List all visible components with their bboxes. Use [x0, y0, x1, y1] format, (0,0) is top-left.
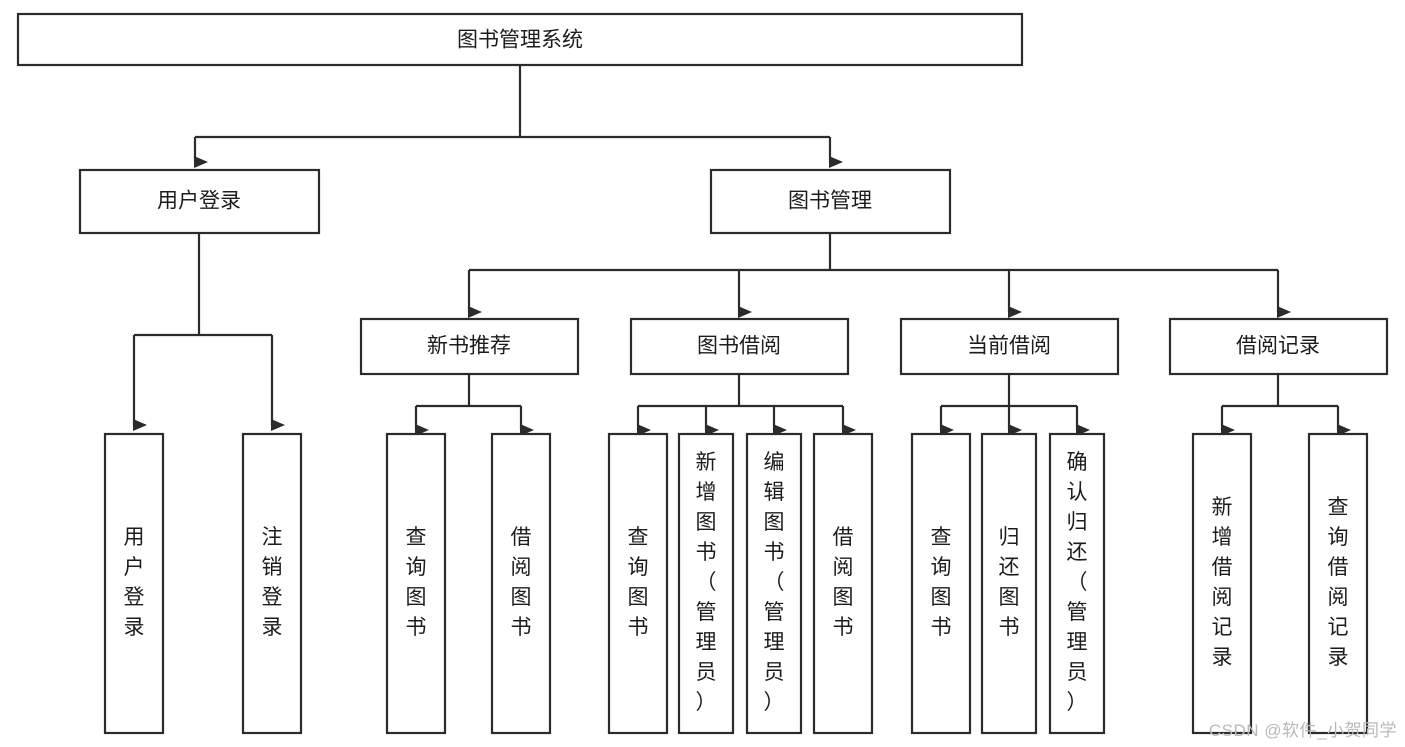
node-borrow-record-box[interactable]	[1168, 317, 1389, 376]
node-new-book-rec[interactable]: 新书推荐	[359, 317, 580, 376]
node-leaf-confirm-return-box[interactable]	[1048, 432, 1106, 735]
node-leaf-borrow-book-2-label: 借阅图书	[833, 526, 854, 639]
node-current-borrow-box[interactable]	[899, 317, 1120, 376]
node-leaf-return-book-label: 归还图书	[999, 526, 1020, 639]
node-book-manage-box[interactable]	[709, 168, 952, 235]
node-leaf-add-record-box[interactable]	[1191, 432, 1253, 735]
node-root[interactable]: 图书管理系统	[16, 12, 1024, 67]
node-user-login-label: 用户登录	[157, 190, 241, 213]
node-leaf-user-login[interactable]: 用户登录	[103, 432, 165, 735]
node-leaf-query-book-2-label: 查询图书	[628, 526, 649, 639]
node-leaf-borrow-book-2-box[interactable]	[812, 432, 874, 735]
node-new-book-rec-label: 新书推荐	[427, 335, 511, 358]
node-leaf-query-book-3[interactable]: 查询图书	[910, 432, 972, 735]
node-leaf-borrow-book-1-box[interactable]	[490, 432, 552, 735]
node-leaf-query-book-2[interactable]: 查询图书	[607, 432, 669, 735]
node-leaf-borrow-book-1-label: 借阅图书	[511, 526, 532, 639]
node-borrow-record-label: 借阅记录	[1236, 335, 1320, 358]
edges-layer	[132, 65, 1351, 436]
node-book-borrow[interactable]: 图书借阅	[629, 317, 850, 376]
node-user-login-box[interactable]	[78, 168, 321, 235]
node-current-borrow[interactable]: 当前借阅	[899, 317, 1120, 376]
node-leaf-query-book-3-box[interactable]	[910, 432, 972, 735]
node-leaf-add-book-label: 新增图书（管理员）	[696, 451, 717, 714]
node-leaf-query-book-3-label: 查询图书	[931, 526, 952, 639]
node-book-manage[interactable]: 图书管理	[709, 168, 952, 235]
node-leaf-user-login-box[interactable]	[103, 432, 165, 735]
node-leaf-borrow-book-1[interactable]: 借阅图书	[490, 432, 552, 735]
node-leaf-edit-book-box[interactable]	[745, 432, 803, 735]
node-leaf-confirm-return[interactable]: 确认归还（管理员）	[1048, 432, 1106, 735]
node-leaf-user-logout-box[interactable]	[241, 432, 303, 735]
node-leaf-user-login-label: 用户登录	[124, 526, 145, 639]
node-leaf-query-book-2-box[interactable]	[607, 432, 669, 735]
node-leaf-query-book-1[interactable]: 查询图书	[385, 432, 447, 735]
node-leaf-add-record[interactable]: 新增借阅记录	[1191, 432, 1253, 735]
node-leaf-edit-book-label: 编辑图书（管理员）	[764, 451, 785, 714]
node-root-label: 图书管理系统	[457, 29, 583, 52]
node-book-borrow-label: 图书借阅	[697, 335, 781, 358]
node-leaf-edit-book[interactable]: 编辑图书（管理员）	[745, 432, 803, 735]
node-leaf-add-record-label: 新增借阅记录	[1212, 496, 1233, 669]
node-book-manage-label: 图书管理	[788, 190, 872, 213]
node-leaf-query-book-1-box[interactable]	[385, 432, 447, 735]
node-borrow-record[interactable]: 借阅记录	[1168, 317, 1389, 376]
node-user-login[interactable]: 用户登录	[78, 168, 321, 235]
node-leaf-add-book[interactable]: 新增图书（管理员）	[677, 432, 735, 735]
node-leaf-borrow-book-2[interactable]: 借阅图书	[812, 432, 874, 735]
node-current-borrow-label: 当前借阅	[967, 335, 1051, 358]
node-leaf-query-record-label: 查询借阅记录	[1328, 496, 1349, 669]
node-leaf-query-book-1-label: 查询图书	[406, 526, 427, 639]
node-new-book-rec-box[interactable]	[359, 317, 580, 376]
node-leaf-return-book-box[interactable]	[980, 432, 1038, 735]
node-leaf-query-record[interactable]: 查询借阅记录	[1307, 432, 1369, 735]
node-book-borrow-box[interactable]	[629, 317, 850, 376]
node-leaf-user-logout[interactable]: 注销登录	[241, 432, 303, 735]
node-leaf-return-book[interactable]: 归还图书	[980, 432, 1038, 735]
node-leaf-query-record-box[interactable]	[1307, 432, 1369, 735]
node-leaf-add-book-box[interactable]	[677, 432, 735, 735]
node-leaf-user-logout-label: 注销登录	[262, 526, 283, 639]
node-root-box[interactable]	[16, 12, 1024, 67]
node-leaf-confirm-return-label: 确认归还（管理员）	[1067, 451, 1088, 714]
